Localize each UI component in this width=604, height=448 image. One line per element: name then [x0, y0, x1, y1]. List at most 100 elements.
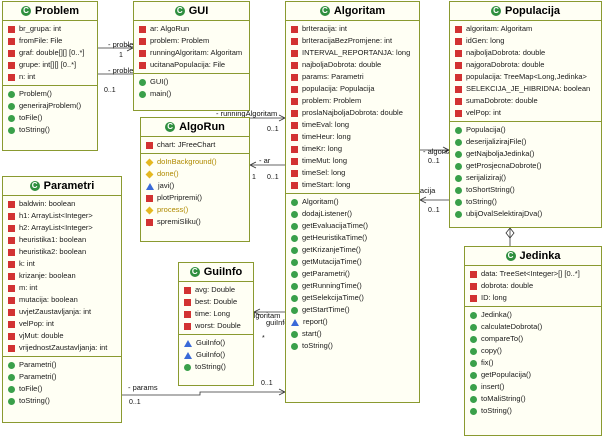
method: GuiInfo()	[179, 349, 253, 361]
attributes-section: data: TreeSet<Integer>[] [0..*] dobrota:…	[465, 266, 601, 307]
private-field-icon	[470, 282, 477, 290]
public-method-icon	[455, 126, 462, 134]
private-field-icon	[8, 61, 15, 69]
public-method-icon	[291, 258, 298, 266]
method: toMaliString()	[465, 393, 601, 405]
methods-section: Algoritam() dodajListener() getEvaluacij…	[286, 194, 419, 354]
private-field-icon	[470, 294, 477, 302]
public-method-icon	[470, 347, 477, 355]
attribute: brIteracija: int	[286, 23, 419, 35]
private-method-icon	[146, 194, 153, 202]
attribute: heuristika2: boolean	[3, 246, 121, 258]
attribute: najboljaDobrota: double	[286, 59, 419, 71]
private-field-icon	[291, 49, 298, 57]
method: toFile()	[3, 112, 97, 124]
attribute: sumaDobrote: double	[450, 95, 601, 107]
private-field-icon	[139, 49, 146, 57]
public-method-icon	[455, 150, 462, 158]
method: getRunningTime()	[286, 280, 419, 292]
method: getKrizanjeTime()	[286, 244, 419, 256]
attribute: mutacija: boolean	[3, 294, 121, 306]
attribute: n: int	[3, 71, 97, 83]
class-icon: C	[174, 6, 185, 17]
public-method-icon	[470, 395, 477, 403]
multiplicity: 0..1	[129, 399, 141, 406]
attribute: vrijednostZaustavljanja: int	[3, 342, 121, 354]
private-method-icon	[146, 218, 153, 226]
method: Populacija()	[450, 124, 601, 136]
attribute: ucitanaPopulacija: File	[134, 59, 249, 71]
attribute: timeStart: long	[286, 179, 419, 191]
class-icon: C	[29, 181, 40, 192]
attribute: timeKr: long	[286, 143, 419, 155]
private-field-icon	[291, 25, 298, 33]
method: insert()	[465, 381, 601, 393]
attribute: idGen: long	[450, 35, 601, 47]
private-field-icon	[8, 25, 15, 33]
arrowhead	[419, 196, 427, 204]
public-method-icon	[291, 222, 298, 230]
private-field-icon	[291, 145, 298, 153]
method: plotPripremi()	[141, 192, 249, 204]
methods-section: Populacija() deserijalizirajFile() getNa…	[450, 122, 601, 222]
method: toString()	[179, 361, 253, 373]
attribute: time: Long	[179, 308, 253, 320]
public-method-icon	[291, 210, 298, 218]
class-name: AlgoRun	[179, 121, 225, 134]
method: toShortString()	[450, 184, 601, 196]
attributes-section: brIteracija: int brIteracijaBezPromjene:…	[286, 21, 419, 194]
attribute: runningAlgoritam: Algoritam	[134, 47, 249, 59]
method: spremiSliku()	[141, 216, 249, 228]
private-field-icon	[139, 37, 146, 45]
public-method-icon	[455, 186, 462, 194]
method: calculateDobrota()	[465, 321, 601, 333]
method: getStartTime()	[286, 304, 419, 316]
attributes-section: avg: Double best: Double time: Long wors…	[179, 282, 253, 335]
method: ubijOvalSelektirajDva()	[450, 208, 601, 220]
class-icon: C	[490, 6, 501, 17]
method: done()	[141, 168, 249, 180]
private-field-icon	[146, 141, 153, 149]
constructor-icon	[184, 339, 192, 347]
private-field-icon	[455, 109, 462, 117]
public-method-icon	[455, 174, 462, 182]
private-field-icon	[291, 157, 298, 165]
method: Jedinka()	[465, 309, 601, 321]
attribute: chart: JFreeChart	[141, 139, 249, 151]
public-method-icon	[455, 210, 462, 218]
private-field-icon	[139, 61, 146, 69]
attribute: algoritam: Algoritam	[450, 23, 601, 35]
multiplicity: 0..1	[261, 380, 273, 387]
class-icon: C	[319, 6, 330, 17]
method: Parametri()	[3, 371, 121, 383]
attribute: best: Double	[179, 296, 253, 308]
method: toString()	[465, 405, 601, 417]
private-field-icon	[8, 320, 15, 328]
public-method-icon	[8, 102, 15, 110]
method: toString()	[450, 196, 601, 208]
private-field-icon	[184, 310, 191, 318]
attribute: timeEval: long	[286, 119, 419, 131]
arrowhead	[249, 161, 257, 169]
attribute: timeMut: long	[286, 155, 419, 167]
method: getPopulacija()	[465, 369, 601, 381]
public-method-icon	[470, 335, 477, 343]
private-field-icon	[291, 109, 298, 117]
method: Problem()	[3, 88, 97, 100]
method: GuiInfo()	[179, 337, 253, 349]
constructor-icon	[184, 351, 192, 359]
public-method-icon	[291, 270, 298, 278]
attribute: vjMut: double	[3, 330, 121, 342]
attribute: dobrota: double	[465, 280, 601, 292]
methods-section: Problem() generirajProblem() toFile() to…	[3, 86, 97, 138]
